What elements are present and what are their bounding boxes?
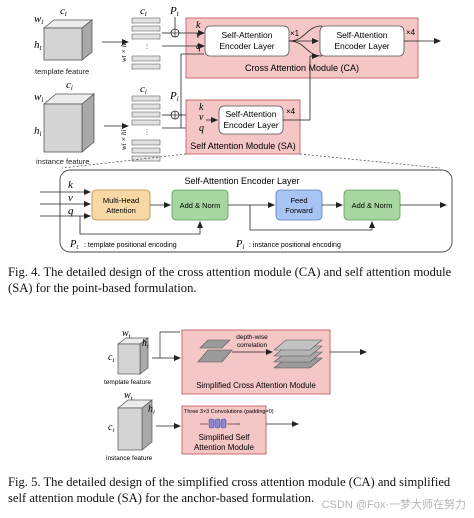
sa-v-label: v — [199, 112, 204, 123]
add-norm-1-label: Add & Norm — [180, 201, 221, 210]
svg-text:⋮: ⋮ — [144, 44, 150, 50]
sa-q-label: q — [199, 123, 204, 134]
instance-map-icon — [197, 349, 233, 363]
dw-corr-line2: correlation — [237, 342, 268, 349]
svg-text:⋮: ⋮ — [144, 130, 150, 136]
instance-stack-dims: wi × hi — [120, 130, 128, 150]
template-stack-dims: wt × ht — [120, 41, 128, 62]
dw-corr-line1: depth-wise — [236, 334, 268, 341]
ca-times4: ×4 — [406, 28, 416, 37]
pi-symbol: Pi — [169, 90, 179, 103]
fig5-ci-label: ci — [108, 422, 114, 434]
sa-enc-line2: Encoder Layer — [223, 120, 278, 130]
fig5-template-caption: template feature — [104, 379, 151, 386]
ca-q-label: q — [196, 41, 201, 52]
watermark: CSDN @Fox·一梦大师在努力 — [321, 499, 466, 511]
instance-token-stack: ⋮ — [131, 95, 161, 162]
fig4-diagram: ct wt ht template feature ⋮ ct wt × ht P… — [34, 5, 453, 253]
fig5-instance-caption: instance feature — [106, 455, 153, 462]
stack-ci-label: ci — [140, 83, 147, 96]
multi-head-attention-block — [91, 189, 151, 221]
simplified-sa-title-line2: Attention Module — [194, 443, 255, 452]
template-token-stack: ⋮ — [131, 17, 161, 70]
encoder-layer-title: Self-Attention Encoder Layer — [184, 176, 299, 186]
ca-module-title: Cross Attention Module (CA) — [245, 63, 359, 73]
template-feature-caption: template feature — [35, 67, 89, 76]
correlation-output-stack — [273, 339, 323, 369]
ca-enc1-line1: Self-Attention — [221, 30, 272, 40]
mha-line2: Attention — [106, 206, 136, 215]
pt-note-symbol: Pt — [69, 239, 79, 251]
fig4-caption: Fig. 4. The detailed design of the cross… — [8, 265, 452, 295]
template-feature-cube — [42, 19, 94, 61]
zoom-line-right — [299, 153, 441, 169]
feed-forward-block — [275, 189, 323, 221]
hi-label: hi — [34, 125, 42, 138]
fig5-diagram: wt ht ct template feature depth-wise cor… — [104, 328, 367, 462]
enc-k-label: k — [68, 179, 74, 191]
simplified-sa-box — [181, 405, 267, 455]
stack-ct-label: ct — [140, 5, 148, 18]
sa-enc-line1: Self-Attention — [225, 109, 276, 119]
zoom-line-left — [61, 153, 187, 169]
enc-q-label: q — [68, 205, 74, 217]
add-norm-2-label: Add & Norm — [352, 201, 393, 210]
fig5-template-cube — [116, 337, 150, 375]
instance-feature-cube — [42, 93, 96, 153]
sa-times4: ×4 — [286, 107, 296, 116]
fig5-wi-label: wi — [124, 390, 133, 402]
fig5-wt-label: wt — [122, 328, 131, 340]
ca-enc1-line2: Encoder Layer — [219, 41, 274, 51]
ff-line2: Forward — [285, 206, 313, 215]
ct-label: ct — [60, 5, 68, 18]
pt-symbol: Pt — [169, 5, 180, 18]
sa-k-label: k — [199, 102, 204, 113]
ff-line1: Feed — [290, 196, 307, 205]
fig5-ht-label: ht — [142, 338, 149, 350]
fig5-hi-label: hi — [148, 404, 155, 416]
conv-kernels-icon — [200, 418, 236, 429]
ht-label: ht — [34, 39, 43, 52]
enc-v-label: v — [68, 192, 73, 204]
pi-note-symbol: Pi — [235, 239, 244, 251]
pt-note-text: : template positional encoding — [84, 242, 177, 249]
ca-v-label: v — [196, 30, 201, 41]
residual-2 — [249, 205, 375, 231]
simplified-ca-title: Simplified Cross Attention Module — [196, 381, 316, 390]
ca-enc2-line1: Self-Attention — [336, 30, 387, 40]
wt-label: wt — [34, 13, 44, 26]
ca-k-label: k — [196, 20, 201, 31]
sa-module-title: Self Attention Module (SA) — [190, 141, 296, 151]
simplified-sa-title-line1: Simplified Self — [199, 433, 250, 442]
fig5-caption: Fig. 5. The detailed design of the simpl… — [8, 475, 451, 505]
instance-feature-caption: instance feature — [36, 157, 89, 166]
residual-1 — [79, 216, 203, 235]
mha-line1: Multi-Head — [103, 196, 139, 205]
wi-label: wi — [34, 91, 43, 104]
ca-enc2-line2: Encoder Layer — [334, 41, 389, 51]
ci-label: ci — [66, 79, 73, 92]
template-kernel-icon — [199, 339, 231, 349]
ca-times1: ×1 — [290, 29, 300, 38]
pi-note-text: : instance positional encoding — [249, 242, 341, 249]
fig5-ct-label: ct — [108, 352, 114, 364]
conv-label: Three 3×3 Convolutions (padding=0) — [184, 409, 274, 415]
fig5-branch-line — [159, 331, 180, 358]
fig5-instance-cube — [117, 399, 153, 451]
